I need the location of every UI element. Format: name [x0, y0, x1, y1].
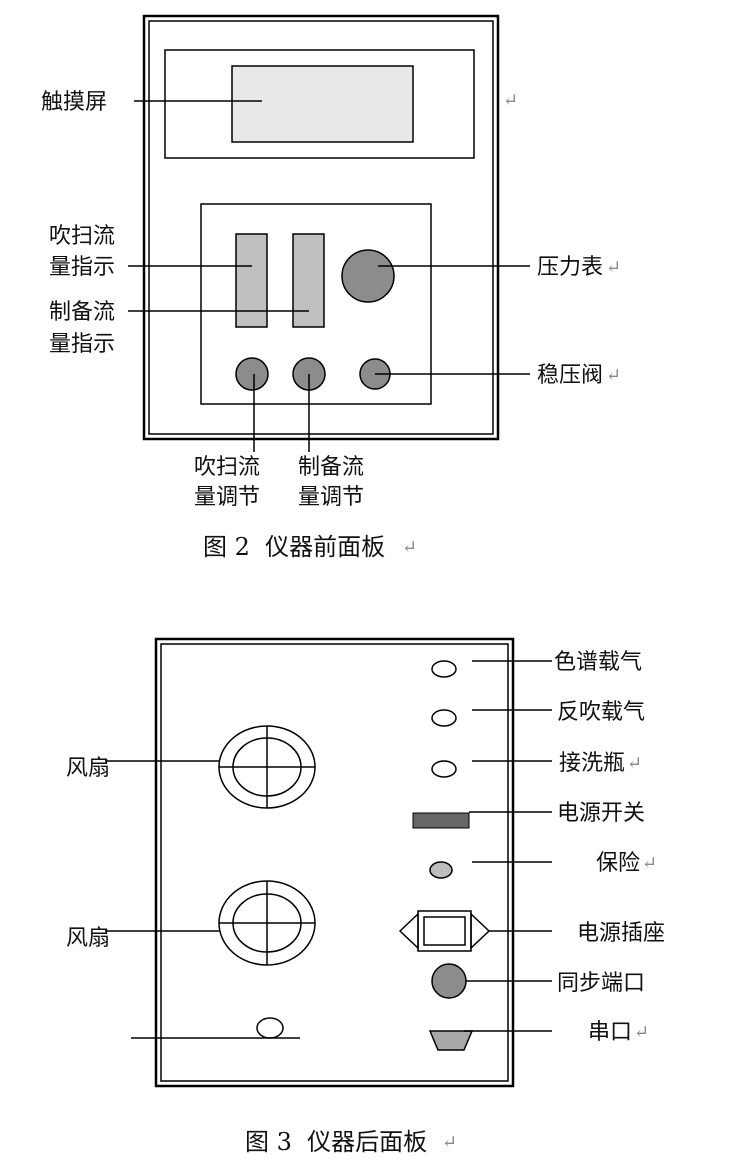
wash-bottle-port — [431, 760, 457, 778]
label-sync-port: 同步端口 — [557, 971, 645, 996]
backflush-carrier-gas-port — [431, 709, 457, 727]
serial-port — [428, 1030, 474, 1051]
label-touchscreen: 触摸屏 — [41, 90, 107, 115]
label-purge-flow-adjust-line2: 量调节 — [194, 485, 260, 510]
pressure-gauge — [341, 249, 395, 303]
label-fuse: 保险 — [596, 851, 640, 876]
label-backflush-carrier-gas: 反吹载气 — [557, 700, 645, 725]
label-serial-port: 串口 — [588, 1020, 632, 1045]
label-prep-flow-indicator-line2: 量指示 — [49, 332, 115, 357]
rear-panel-inner-frame — [160, 643, 509, 1082]
front-panel-outer-frame — [142, 14, 500, 441]
rear-panel-outer-frame — [154, 637, 515, 1088]
label-power-switch: 电源开关 — [557, 801, 645, 826]
paragraph-mark: ↵ — [627, 753, 642, 774]
fan-2 — [218, 880, 316, 966]
paragraph-mark: ↵ — [606, 257, 621, 278]
fuse-holder — [429, 861, 453, 879]
touchscreen-display — [231, 65, 414, 143]
label-prep-flow-adjust-line1: 制备流 — [298, 455, 364, 480]
paragraph-mark: ↵ — [503, 90, 518, 111]
sync-port — [431, 963, 467, 999]
purge-flow-indicator — [235, 233, 268, 328]
label-pressure-regulator: 稳压阀 — [537, 363, 603, 388]
caption-figure-2: 图 2 仪器前面板 — [203, 533, 385, 561]
power-switch — [412, 812, 470, 829]
front-panel-inner-frame — [148, 20, 494, 435]
label-power-socket: 电源插座 — [577, 921, 665, 946]
label-prep-flow-adjust-line2: 量调节 — [298, 485, 364, 510]
label-purge-flow-adjust-line1: 吹扫流 — [194, 455, 260, 480]
fan-1 — [218, 725, 316, 809]
purge-flow-knob — [235, 357, 269, 391]
paragraph-mark: ↵ — [642, 853, 657, 874]
label-pressure-gauge: 压力表 — [537, 255, 603, 280]
paragraph-mark: ↵ — [606, 365, 621, 386]
prep-flow-indicator — [292, 233, 325, 328]
control-block — [200, 203, 432, 405]
label-fan-2: 风扇 — [66, 926, 110, 951]
front-panel-figure: 触摸屏 ↵ 吹扫流 量指示 制备流 量指示 压力表 ↵ 稳压阀 ↵ 吹扫流 量调… — [41, 14, 621, 561]
label-purge-flow-indicator-line2: 量指示 — [49, 255, 115, 280]
label-prep-flow-indicator-line1: 制备流 — [49, 300, 115, 325]
label-fan-1: 风扇 — [66, 756, 110, 781]
rear-panel-figure: 风扇 风扇 色谱载气 反吹载气 接洗瓶 ↵ 电源开关 保险 ↵ 电源插座 同步端… — [66, 637, 665, 1156]
label-wash-bottle: 接洗瓶 — [559, 751, 625, 776]
gc-carrier-gas-port — [431, 660, 457, 678]
label-gc-carrier-gas: 色谱载气 — [554, 650, 642, 675]
rear-small-hole — [256, 1017, 284, 1039]
paragraph-mark: ↵ — [442, 1132, 457, 1153]
paragraph-mark: ↵ — [634, 1022, 649, 1043]
paragraph-mark: ↵ — [402, 537, 417, 558]
power-socket — [398, 910, 491, 952]
touchscreen-bezel — [164, 49, 475, 159]
caption-figure-3: 图 3 仪器后面板 — [245, 1128, 427, 1156]
label-purge-flow-indicator-line1: 吹扫流 — [49, 224, 115, 249]
